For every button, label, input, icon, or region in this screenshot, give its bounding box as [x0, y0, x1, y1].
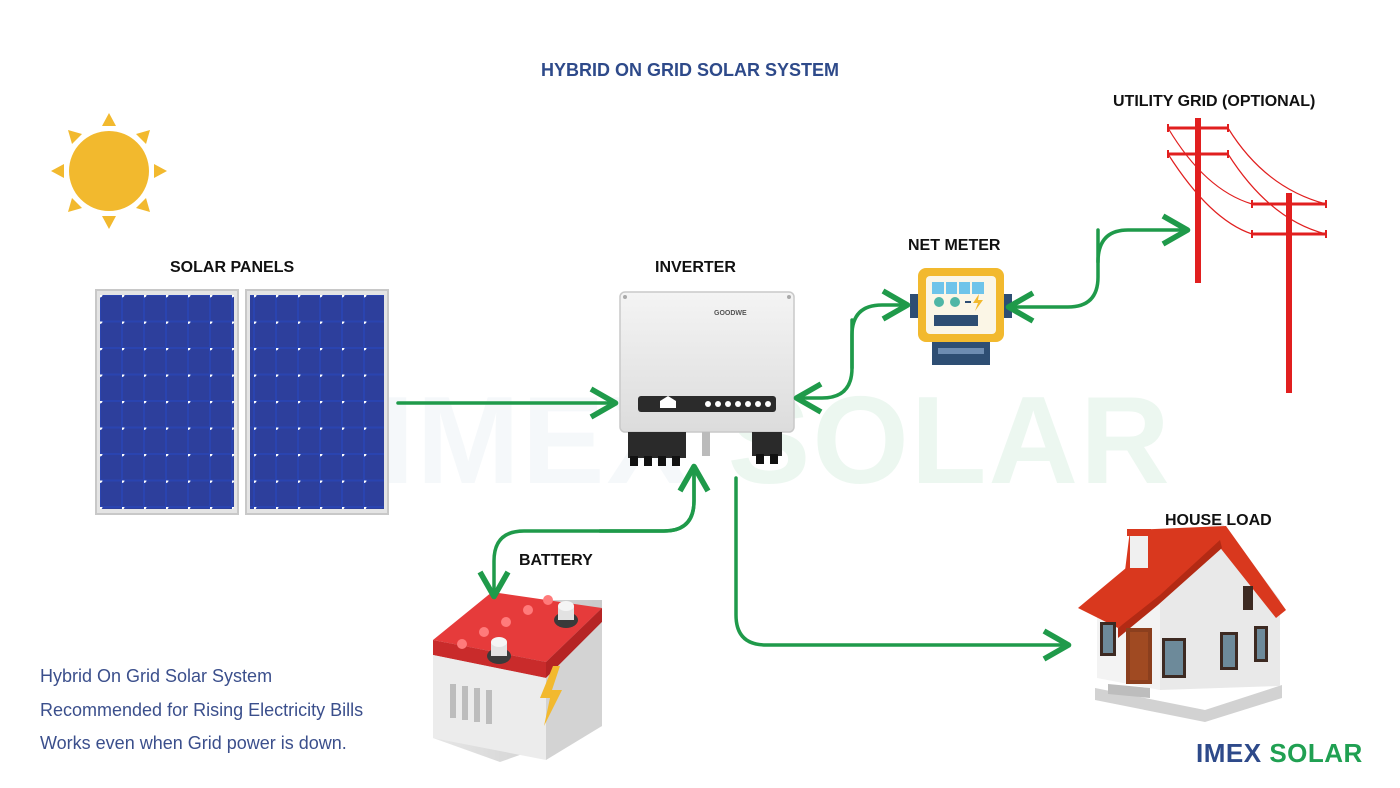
brand-logo: IMEX SOLAR [1196, 738, 1363, 769]
note-line-2: Recommended for Rising Electricity Bills [40, 700, 364, 720]
inverter-label: INVERTER [655, 259, 736, 276]
sun-icon [51, 113, 167, 229]
inverter-brand: GOODWE [714, 310, 747, 317]
net-meter-label: NET METER [908, 237, 1001, 254]
note-line-3: Works even when Grid power is down. [40, 733, 347, 753]
arrow-inverter-to-netmeter [793, 318, 854, 415]
battery-label: BATTERY [519, 552, 593, 569]
arrow-battery-to-inverter [598, 463, 711, 533]
arrow-inverter-to-house [734, 476, 1072, 662]
net-meter-icon [910, 268, 1012, 365]
solar-panels-label: SOLAR PANELS [170, 259, 295, 276]
arrow-grid-to-netmeter [1005, 228, 1100, 324]
house-icon [1078, 520, 1286, 722]
house-load-label: HOUSE LOAD [1165, 512, 1272, 529]
battery-icon [433, 592, 602, 762]
solar-panel-icon [95, 289, 389, 515]
arrow-netmeter-to-grid [1096, 213, 1191, 264]
utility-pole-icon [1167, 118, 1327, 393]
arrow-netmeter-to-inverter [850, 288, 911, 370]
brand-part2: SOLAR [1269, 738, 1363, 768]
utility-grid-label: UTILITY GRID (OPTIONAL) [1113, 93, 1316, 110]
note-line-1: Hybrid On Grid Solar System [40, 666, 273, 686]
page-title: HYBRID ON GRID SOLAR SYSTEM [540, 60, 840, 80]
brand-part1: IMEX [1196, 738, 1262, 768]
inverter-icon [619, 291, 795, 466]
